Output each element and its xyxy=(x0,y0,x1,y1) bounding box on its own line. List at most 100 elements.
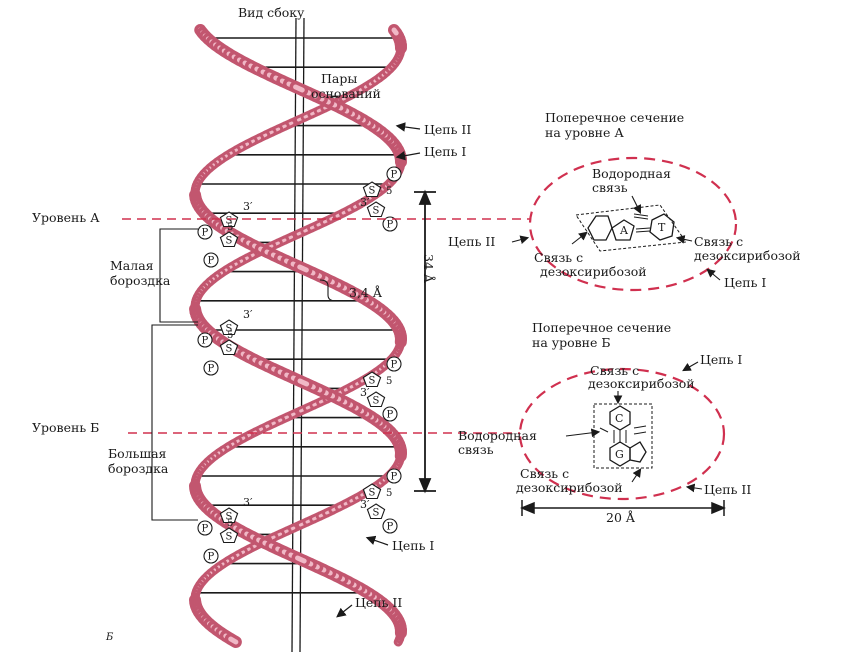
section-b-hbond-2: связь xyxy=(458,442,494,457)
phosphate-symbol xyxy=(203,360,219,376)
phosphate-symbol xyxy=(386,468,402,484)
base-pairs-label-2: оснований xyxy=(311,86,381,101)
strand-1-highlight xyxy=(228,636,239,645)
phosphate-label: P xyxy=(387,522,394,533)
sugar-symbol xyxy=(362,371,382,388)
svg-text:Цепь II: Цепь II xyxy=(704,482,751,497)
minor-groove-label-2: бороздка xyxy=(110,273,171,288)
rise-value: 3,4 Å xyxy=(349,285,383,300)
section-b-chain-2: Цепь II xyxy=(685,482,751,497)
svg-text:Цепь I: Цепь I xyxy=(392,538,434,553)
pitch-value: 34 Å xyxy=(421,254,436,284)
phosphate-symbol xyxy=(197,520,213,536)
major-groove-label-2: бороздка xyxy=(108,461,169,476)
sugar-symbol xyxy=(219,319,239,336)
section-a-hbond-2: связь xyxy=(592,180,628,195)
section-b-hbond-1: Водородная xyxy=(458,428,537,443)
phosphate-label: P xyxy=(208,552,215,563)
phosphate-symbol xyxy=(197,332,213,348)
diameter-value: 20 Å xyxy=(606,510,636,525)
section-a-hbond-1: Водородная xyxy=(592,166,671,181)
sugar-symbol xyxy=(362,181,382,198)
strand-1-highlight xyxy=(293,84,305,93)
strand-2-highlight xyxy=(391,27,399,36)
base-pair-rungs xyxy=(199,37,397,594)
phosphate-label: P xyxy=(202,524,209,535)
sugar-label: S xyxy=(373,508,380,519)
section-b-title-1: Поперечное сечение xyxy=(532,320,671,335)
phosphate-label: P xyxy=(391,472,398,483)
sugar-label: S xyxy=(369,186,376,197)
prime-5-label: 5 xyxy=(227,222,233,233)
base-g-label: G xyxy=(615,448,624,461)
sugar-label: S xyxy=(373,396,380,407)
base-c-label: C xyxy=(615,412,623,425)
phosphate-label: P xyxy=(202,336,209,347)
phosphate-symbol xyxy=(203,548,219,564)
section-a-circle xyxy=(528,156,738,292)
major-groove-label-1: Большая xyxy=(108,446,167,461)
sugar-symbol xyxy=(366,503,386,520)
sugar-label: S xyxy=(369,376,376,387)
nucleotide-symbols: PSSP3′5PSSP3′5PSSP3′5PSSP53′PSSP53′PSSP5… xyxy=(197,166,402,564)
section-a-title-1: Поперечное сечение xyxy=(545,110,684,125)
level-b-label: Уровень Б xyxy=(32,420,99,435)
minor-groove-label-1: Малая xyxy=(110,258,154,273)
chain-2-label-bottom: Цепь II xyxy=(336,595,402,618)
prime-3-label: 3′ xyxy=(360,498,370,511)
pitch-dimension xyxy=(414,189,436,494)
prime-5-label: 5 xyxy=(227,330,233,341)
section-b-sugar-bond-top-2: дезоксирибозой xyxy=(588,376,695,391)
section-b-chain-1: Цепь I xyxy=(682,352,742,372)
base-t-label: T xyxy=(658,221,666,234)
level-a-label: Уровень А xyxy=(32,210,100,225)
section-a-title-2: на уровне А xyxy=(545,125,624,140)
sugar-label: S xyxy=(226,344,233,355)
section-b-sugar-bond-bottom-2: дезоксирибозой xyxy=(516,480,623,495)
major-groove-bracket xyxy=(151,324,198,521)
base-a-label: A xyxy=(619,224,629,237)
sugar-label: S xyxy=(226,512,233,523)
sugar-symbol xyxy=(366,201,386,218)
phosphate-symbol xyxy=(386,166,402,182)
chain-2-label-top: Цепь II xyxy=(395,122,471,137)
sugar-label: S xyxy=(369,488,376,499)
sugar-label: S xyxy=(226,236,233,247)
strand-1-highlight xyxy=(297,378,310,387)
prime-3-label: 3′ xyxy=(360,196,370,209)
base-pairs-label-1: Пары xyxy=(321,71,357,86)
phosphate-label: P xyxy=(391,360,398,371)
rise-dimension xyxy=(319,279,337,302)
section-b-title-2: на уровне Б xyxy=(532,335,611,350)
sugar-symbol xyxy=(219,339,239,356)
side-view-title: Вид сбоку xyxy=(238,5,305,20)
prime-3-label: 3′ xyxy=(360,386,370,399)
svg-text:Цепь I: Цепь I xyxy=(724,275,766,290)
minor-groove-bracket xyxy=(159,228,198,323)
phosphate-label: P xyxy=(202,228,209,239)
diameter-dimension xyxy=(520,500,726,516)
phosphate-symbol xyxy=(382,518,398,534)
svg-text:Цепь I: Цепь I xyxy=(700,352,742,367)
sugar-symbol xyxy=(366,391,386,408)
sugar-symbol xyxy=(219,507,239,524)
section-a-base-pair xyxy=(575,204,687,252)
svg-text:Цепь II: Цепь II xyxy=(355,595,402,610)
sugar-label: S xyxy=(373,206,380,217)
prime-5-label: 5 xyxy=(386,186,392,197)
sugar-symbol xyxy=(219,527,239,544)
sugar-symbol xyxy=(219,231,239,248)
sugar-label: S xyxy=(226,216,233,227)
prime-3-label: 3′ xyxy=(243,308,253,321)
prime-5-label: 5 xyxy=(227,518,233,529)
prime-3-label: 3′ xyxy=(243,200,253,213)
section-a-chain-1: Цепь I xyxy=(706,268,766,290)
phosphate-symbol xyxy=(197,224,213,240)
section-a-chain-2: Цепь II xyxy=(448,234,530,249)
svg-text:Цепь I: Цепь I xyxy=(424,144,466,159)
phosphate-symbol xyxy=(382,216,398,232)
phosphate-label: P xyxy=(208,364,215,375)
strand-2-highlight xyxy=(295,555,307,564)
sugar-label: S xyxy=(226,324,233,335)
